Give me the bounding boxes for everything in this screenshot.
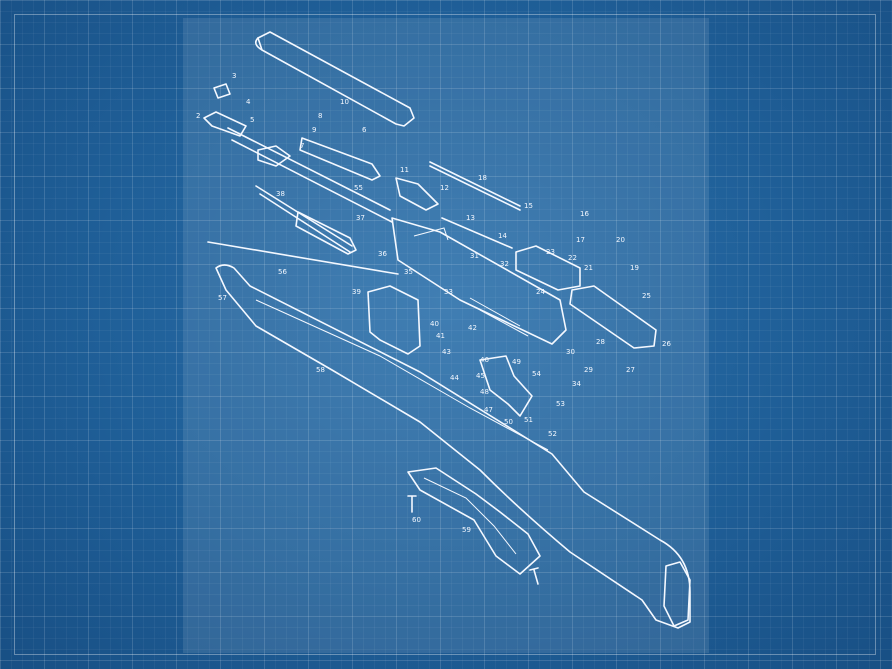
part-label-43: 43 — [442, 348, 451, 356]
part-label-28: 28 — [596, 338, 605, 346]
part-label-5: 5 — [250, 116, 254, 124]
operating-rod-part — [255, 185, 353, 253]
magazine-part — [367, 285, 421, 355]
part-label-53: 53 — [556, 400, 565, 408]
handguard-part — [257, 31, 415, 127]
part-label-7: 7 — [300, 142, 304, 150]
part-label-58: 58 — [316, 366, 325, 374]
part-label-39: 39 — [352, 288, 361, 296]
part-label-19: 19 — [630, 264, 639, 272]
trigger-group-part — [479, 355, 533, 417]
part-label-35: 35 — [404, 268, 413, 276]
part-label-6: 6 — [362, 126, 367, 134]
part-label-47: 47 — [484, 406, 493, 414]
part-label-3: 3 — [232, 72, 236, 80]
screw-part-2 — [529, 567, 539, 585]
part-label-32: 32 — [500, 260, 509, 268]
bolt-spring-part — [429, 161, 521, 211]
part-label-36: 36 — [378, 250, 387, 258]
part-label-51: 51 — [524, 416, 533, 424]
part-label-49: 49 — [512, 358, 521, 366]
part-label-38: 38 — [276, 190, 285, 198]
cleaning-rod-part — [207, 241, 399, 275]
firing-pin-part — [441, 217, 513, 249]
part-label-15: 15 — [524, 202, 533, 210]
part-label-56: 56 — [278, 268, 287, 276]
bolt-part — [569, 285, 657, 349]
part-label-33: 33 — [444, 288, 453, 296]
part-label-41: 41 — [436, 332, 445, 340]
part-label-31: 31 — [470, 252, 479, 260]
part-label-60: 60 — [412, 516, 421, 524]
receiver-detail — [413, 227, 529, 337]
part-label-23: 23 — [546, 248, 555, 256]
receiver-part — [391, 217, 567, 345]
part-label-44: 44 — [450, 374, 459, 382]
stock-butt — [663, 561, 691, 627]
part-label-26: 26 — [662, 340, 671, 348]
trigger-guard-part — [407, 467, 541, 575]
part-label-8: 8 — [318, 112, 322, 120]
part-label-40: 40 — [430, 320, 439, 328]
part-label-4: 4 — [246, 98, 251, 106]
part-label-22: 22 — [568, 254, 577, 262]
front-sight-part — [213, 83, 231, 99]
part-label-29: 29 — [584, 366, 593, 374]
drawing-panel — [183, 18, 709, 653]
part-label-54: 54 — [532, 370, 541, 378]
gas-piston-part — [257, 145, 291, 167]
blueprint-frame — [14, 14, 876, 655]
part-label-9: 9 — [312, 126, 316, 134]
part-label-59: 59 — [462, 526, 471, 534]
part-label-24: 24 — [536, 288, 545, 296]
part-label-20: 20 — [616, 236, 625, 244]
part-label-57: 57 — [218, 294, 227, 302]
handguard-end — [254, 37, 263, 51]
part-label-50: 50 — [504, 418, 513, 426]
part-label-45: 45 — [476, 372, 485, 380]
stock-inlet — [255, 299, 549, 451]
part-label-16: 16 — [580, 210, 589, 218]
part-label-27: 27 — [626, 366, 635, 374]
part-label-10: 10 — [340, 98, 349, 106]
part-label-12: 12 — [440, 184, 449, 192]
part-label-46: 46 — [480, 356, 489, 364]
part-label-14: 14 — [498, 232, 507, 240]
extractor-part — [395, 177, 439, 211]
stock-part — [215, 264, 691, 629]
part-label-11: 11 — [400, 166, 409, 174]
part-label-52: 52 — [548, 430, 557, 438]
recoil-spring-part — [295, 211, 357, 255]
part-label-2: 2 — [196, 112, 200, 120]
bolt-cover-part — [515, 245, 581, 291]
trigger-guard-detail — [423, 477, 517, 555]
part-label-13: 13 — [466, 214, 475, 222]
gas-cylinder-part — [299, 137, 381, 181]
part-label-34: 34 — [572, 380, 581, 388]
part-label-18: 18 — [478, 174, 487, 182]
part-label-21: 21 — [584, 264, 593, 272]
part-label-42: 42 — [468, 324, 477, 332]
part-label-30: 30 — [566, 348, 575, 356]
part-label-25: 25 — [642, 292, 651, 300]
part-label-17: 17 — [576, 236, 585, 244]
part-label-48: 48 — [480, 388, 489, 396]
part-label-37: 37 — [356, 214, 365, 222]
barrel-part — [227, 127, 393, 223]
muzzle-part — [203, 111, 247, 137]
part-label-55: 55 — [354, 184, 363, 192]
screw-part — [407, 495, 417, 513]
